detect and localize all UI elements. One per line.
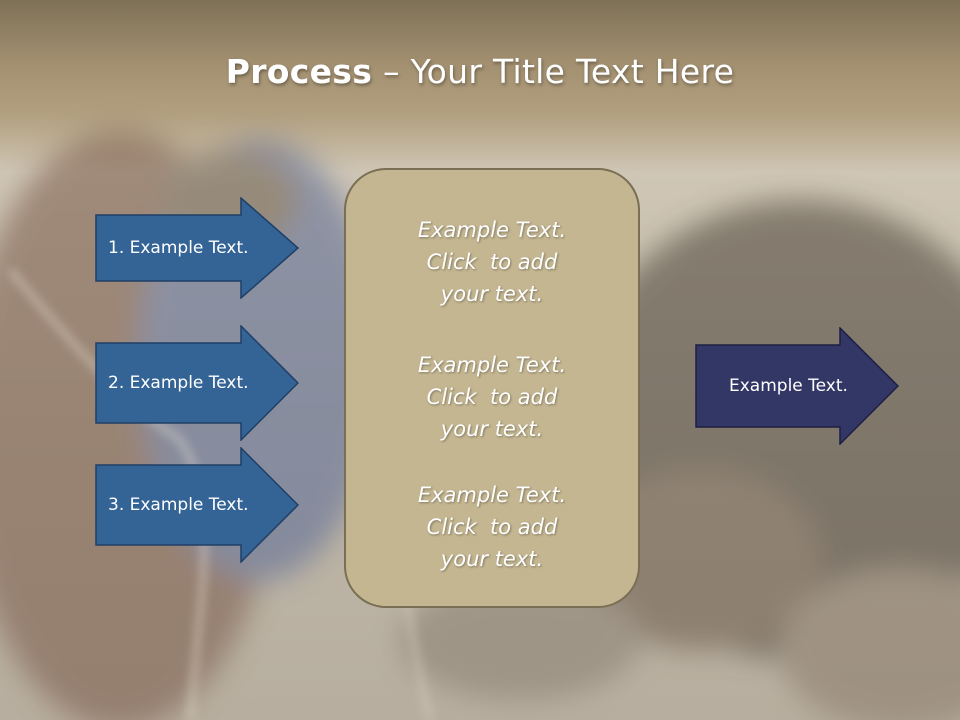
step-arrow-1-label: 1. Example Text.: [108, 238, 249, 258]
paragraph-1-line-2: Click to add: [426, 250, 558, 274]
center-text-box[interactable]: Example Text. Click to add your text. Ex…: [344, 168, 640, 608]
step-arrow-2[interactable]: 2. Example Text.: [95, 325, 299, 441]
paragraph-3-line-2: Click to add: [426, 515, 558, 539]
title-bold: Process: [225, 52, 373, 91]
paragraph-1-line-1: Example Text.: [417, 218, 567, 242]
result-arrow-label: Example Text.: [729, 376, 848, 396]
paragraph-1-line-3: your text.: [440, 282, 544, 306]
step-arrow-2-label: 2. Example Text.: [108, 373, 249, 393]
step-arrow-3-label: 3. Example Text.: [108, 495, 249, 515]
paragraph-2-line-2: Click to add: [426, 385, 558, 409]
center-paragraph-1[interactable]: Example Text. Click to add your text.: [346, 214, 638, 310]
step-arrow-3-shape: [95, 447, 299, 563]
step-arrow-1[interactable]: 1. Example Text.: [95, 197, 299, 299]
center-paragraph-3[interactable]: Example Text. Click to add your text.: [346, 479, 638, 575]
result-arrow-shape: [695, 327, 899, 445]
slide-title: Process – Your Title Text Here: [0, 52, 960, 91]
step-arrow-1-shape: [95, 197, 299, 299]
paragraph-3-line-1: Example Text.: [417, 483, 567, 507]
step-arrow-2-shape: [95, 325, 299, 441]
paragraph-2-line-1: Example Text.: [417, 353, 567, 377]
center-paragraph-2[interactable]: Example Text. Click to add your text.: [346, 349, 638, 445]
step-arrow-3[interactable]: 3. Example Text.: [95, 447, 299, 563]
title-rest: Your Title Text Here: [410, 52, 735, 91]
paragraph-3-line-3: your text.: [440, 547, 544, 571]
title-dash: –: [372, 52, 411, 91]
paragraph-2-line-3: your text.: [440, 417, 544, 441]
result-arrow[interactable]: Example Text.: [695, 327, 899, 445]
